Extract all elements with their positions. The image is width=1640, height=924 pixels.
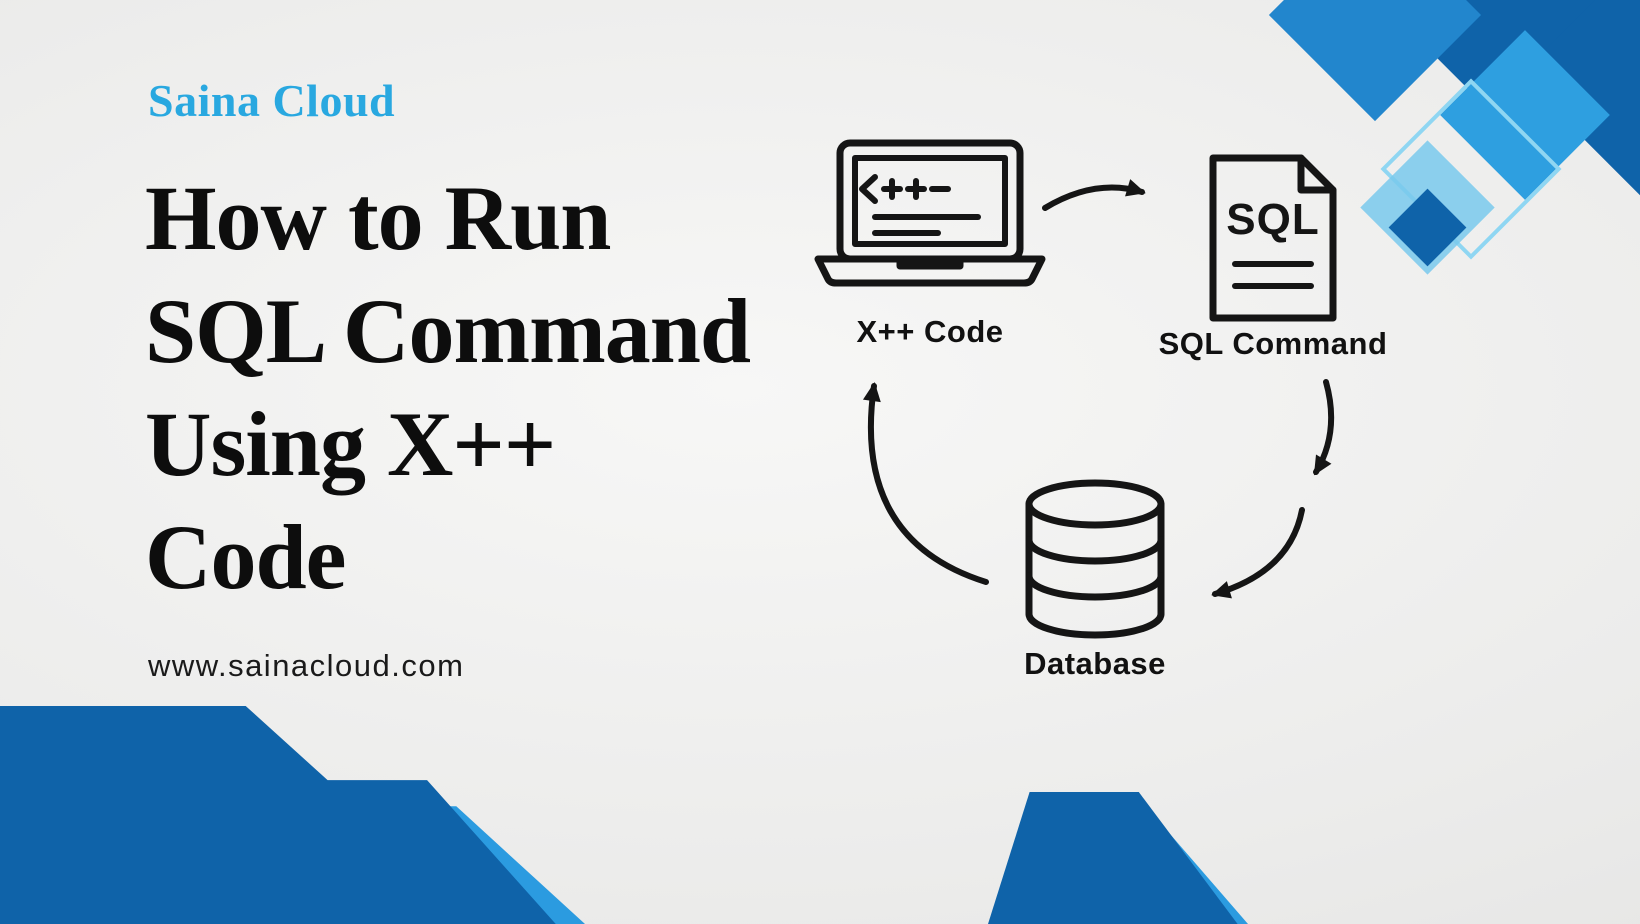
sql-icon-text: SQL <box>1226 195 1319 244</box>
flow-diagram: SQL <box>814 139 1337 639</box>
page-title: How to Run SQL Command Using X++ Code <box>145 162 751 614</box>
arrow-xpp-to-sql <box>1042 179 1146 211</box>
title-line: SQL Command <box>145 280 751 382</box>
decor-bottom-center-shape <box>988 792 1248 924</box>
title-line: Code <box>145 506 346 608</box>
arrow-sql-down <box>1313 379 1335 476</box>
laptop-code-icon <box>814 139 1046 287</box>
database-icon <box>1025 479 1165 639</box>
arrow-sql-to-database <box>1211 507 1305 599</box>
decor-bottom-left-shape <box>0 706 585 924</box>
title-line: Using X++ <box>145 393 556 495</box>
title-line: How to Run <box>145 167 611 269</box>
sql-command-label: SQL Command <box>1158 326 1388 361</box>
decor-shape-dark <box>0 706 556 924</box>
brand-logo: Saina Cloud <box>148 75 396 126</box>
sql-file-icon: SQL <box>1209 154 1337 322</box>
website-url: www.sainacloud.com <box>148 648 465 683</box>
xpp-code-label: X++ Code <box>856 314 1004 349</box>
arrow-database-to-xpp <box>862 382 989 585</box>
decor-shape-dark <box>988 792 1238 924</box>
database-label: Database <box>1024 646 1166 681</box>
